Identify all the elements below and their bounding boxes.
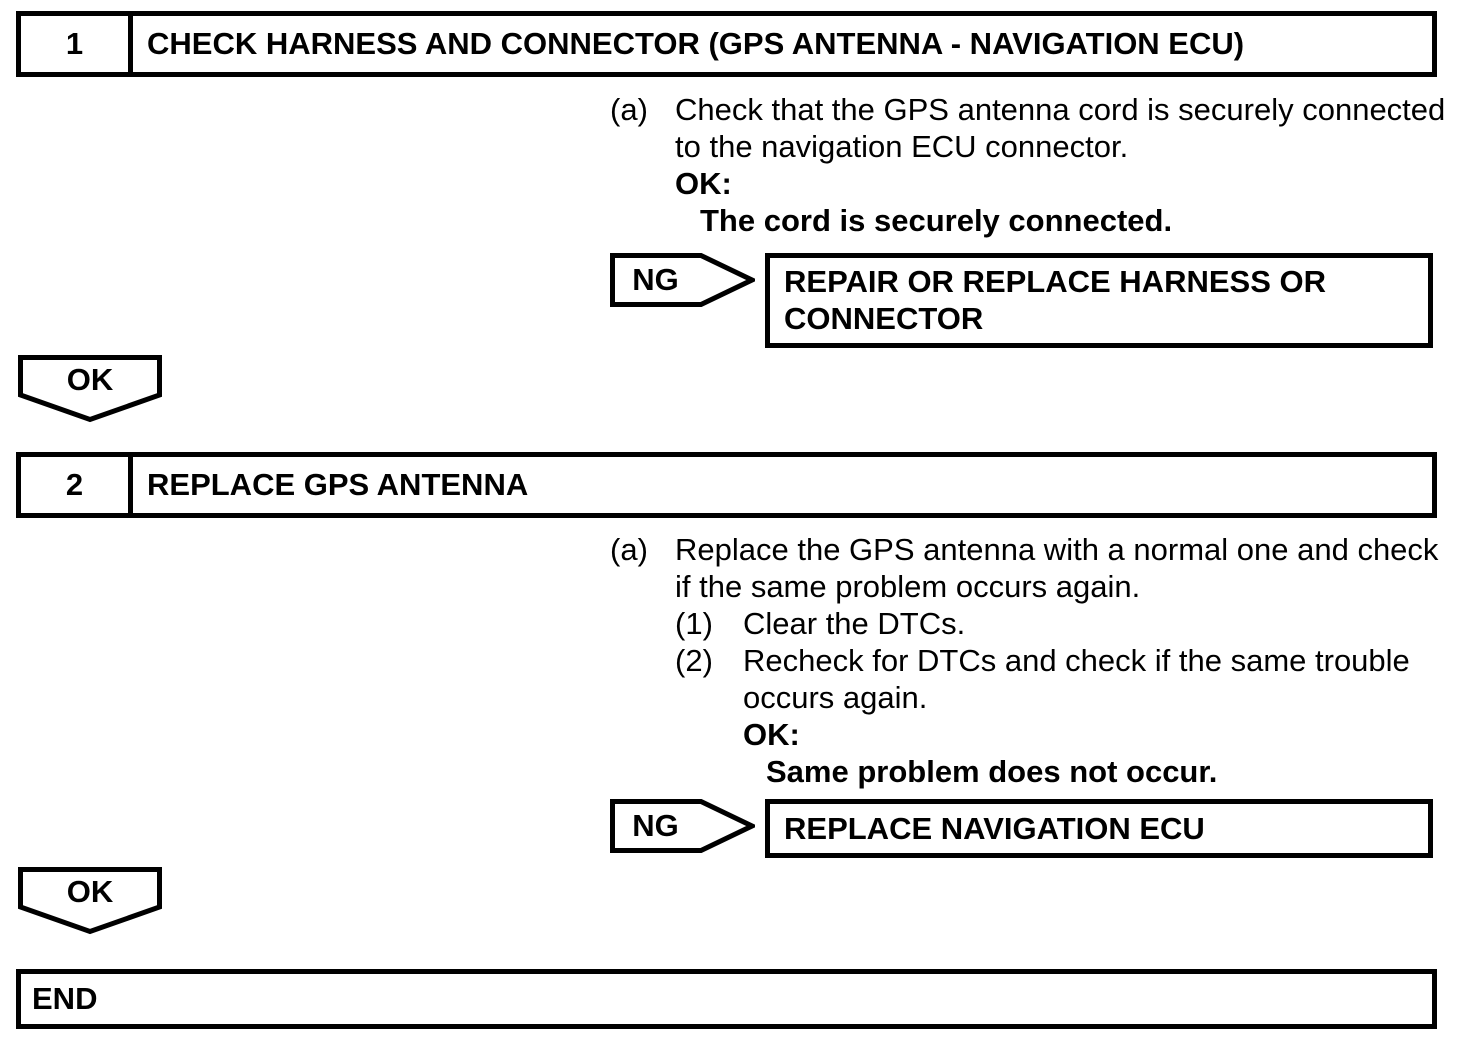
- step2-ok-label: OK:: [743, 717, 800, 752]
- ok-flow-down-icon: [18, 355, 162, 423]
- step2-ng-branch: NG: [610, 799, 755, 853]
- text-line: Replace the GPS antenna with a normal on…: [675, 532, 1439, 567]
- step2-item-a-marker: (a): [610, 532, 648, 567]
- step2-number: 2: [21, 457, 133, 513]
- step2-ok-condition: Same problem does not occur.: [766, 754, 1218, 789]
- step1-ng-branch: NG: [610, 253, 755, 307]
- step2-ok-arrow-label: OK: [66, 874, 114, 909]
- step1-ok-arrow-label: OK: [66, 362, 114, 397]
- step2-substep-1-marker: (1): [675, 606, 713, 641]
- step2-ok-flow: OK: [18, 867, 162, 935]
- step2-instructions: (a) Replace the GPS antenna with a norma…: [610, 531, 1438, 790]
- step2-header-box: 2 REPLACE GPS ANTENNA: [16, 452, 1437, 518]
- step2-item-a-text: Replace the GPS antenna with a normal on…: [675, 531, 1438, 605]
- end-label: END: [32, 981, 98, 1016]
- end-box: END: [16, 969, 1437, 1029]
- text-line: REPAIR OR REPLACE HARNESS OR: [784, 264, 1326, 299]
- step2-substep-1-text: Clear the DTCs.: [743, 606, 966, 641]
- step1-number: 1: [21, 16, 133, 72]
- step2-ng-label: NG: [632, 808, 679, 843]
- step1-title: CHECK HARNESS AND CONNECTOR (GPS ANTENNA…: [147, 26, 1245, 61]
- step2-ng-action-box: REPLACE NAVIGATION ECU: [765, 799, 1433, 858]
- step1-ng-action-box: REPAIR OR REPLACE HARNESS OR CONNECTOR: [765, 253, 1433, 348]
- ng-branch-arrow-icon: [610, 799, 755, 853]
- step2-substep-2: (2) Recheck for DTCs and check if the sa…: [675, 642, 1438, 716]
- step2-ng-action-text: REPLACE NAVIGATION ECU: [784, 811, 1205, 846]
- text-line: if the same problem occurs again.: [675, 569, 1141, 604]
- step2-substep-1: (1) Clear the DTCs.: [675, 605, 1438, 642]
- text-line: to the navigation ECU connector.: [675, 129, 1129, 164]
- step1-ok-condition: The cord is securely connected.: [700, 203, 1173, 238]
- step1-item-a-text: Check that the GPS antenna cord is secur…: [675, 91, 1445, 165]
- step1-ok-label: OK:: [675, 166, 732, 201]
- step1-item-a-marker: (a): [610, 92, 648, 127]
- text-line: Recheck for DTCs and check if the same t…: [743, 643, 1410, 678]
- text-line: occurs again.: [743, 680, 928, 715]
- step2-item-a: (a) Replace the GPS antenna with a norma…: [610, 531, 1438, 605]
- text-line: Check that the GPS antenna cord is secur…: [675, 92, 1446, 127]
- text-line: CONNECTOR: [784, 301, 984, 336]
- ok-flow-down-icon: [18, 867, 162, 935]
- step1-header-box: 1 CHECK HARNESS AND CONNECTOR (GPS ANTEN…: [16, 11, 1437, 77]
- step2-substeps: (1) Clear the DTCs. (2) Recheck for DTCs…: [675, 605, 1438, 790]
- step1-instructions: (a) Check that the GPS antenna cord is s…: [610, 91, 1445, 239]
- step2-title: REPLACE GPS ANTENNA: [147, 467, 529, 502]
- step2-substep-2-text: Recheck for DTCs and check if the same t…: [743, 642, 1410, 716]
- step1-ng-label: NG: [632, 262, 679, 297]
- step1-item-a: (a) Check that the GPS antenna cord is s…: [610, 91, 1445, 165]
- ng-branch-arrow-icon: [610, 253, 755, 307]
- step2-substep-2-marker: (2): [675, 643, 713, 678]
- step1-ok-flow: OK: [18, 355, 162, 423]
